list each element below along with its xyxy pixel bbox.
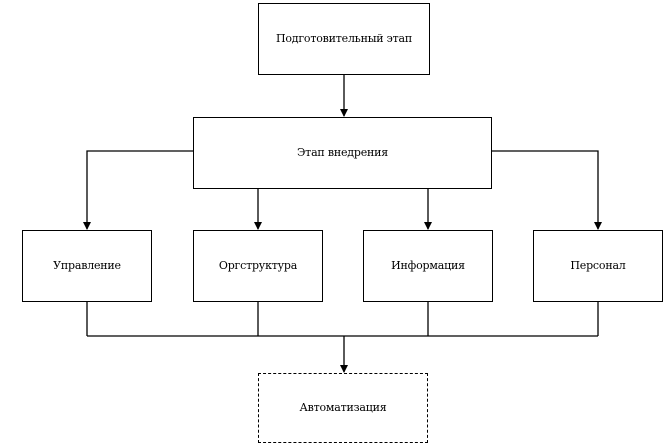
- node-implementation-stage: Этап внедрения: [193, 117, 492, 189]
- edge-implementation-to-personnel: [492, 150, 602, 230]
- node-management-label: Управление: [53, 259, 121, 273]
- node-orgstructure-label: Оргструктура: [218, 259, 298, 273]
- node-automation: Автоматизация: [258, 373, 428, 443]
- node-implementation-stage-label: Этап внедрения: [296, 146, 389, 160]
- node-preparatory-stage-label: Подготовительный этап: [275, 32, 413, 46]
- node-information-label: Информация: [391, 259, 465, 273]
- node-management: Управление: [22, 230, 152, 302]
- node-personnel: Персонал: [533, 230, 663, 302]
- node-preparatory-stage: Подготовительный этап: [258, 3, 430, 75]
- node-orgstructure: Оргструктура: [193, 230, 323, 302]
- node-automation-label: Автоматизация: [299, 401, 387, 415]
- edge-implementation-to-management: [83, 150, 193, 230]
- node-information: Информация: [363, 230, 493, 302]
- node-personnel-label: Персонал: [570, 259, 626, 273]
